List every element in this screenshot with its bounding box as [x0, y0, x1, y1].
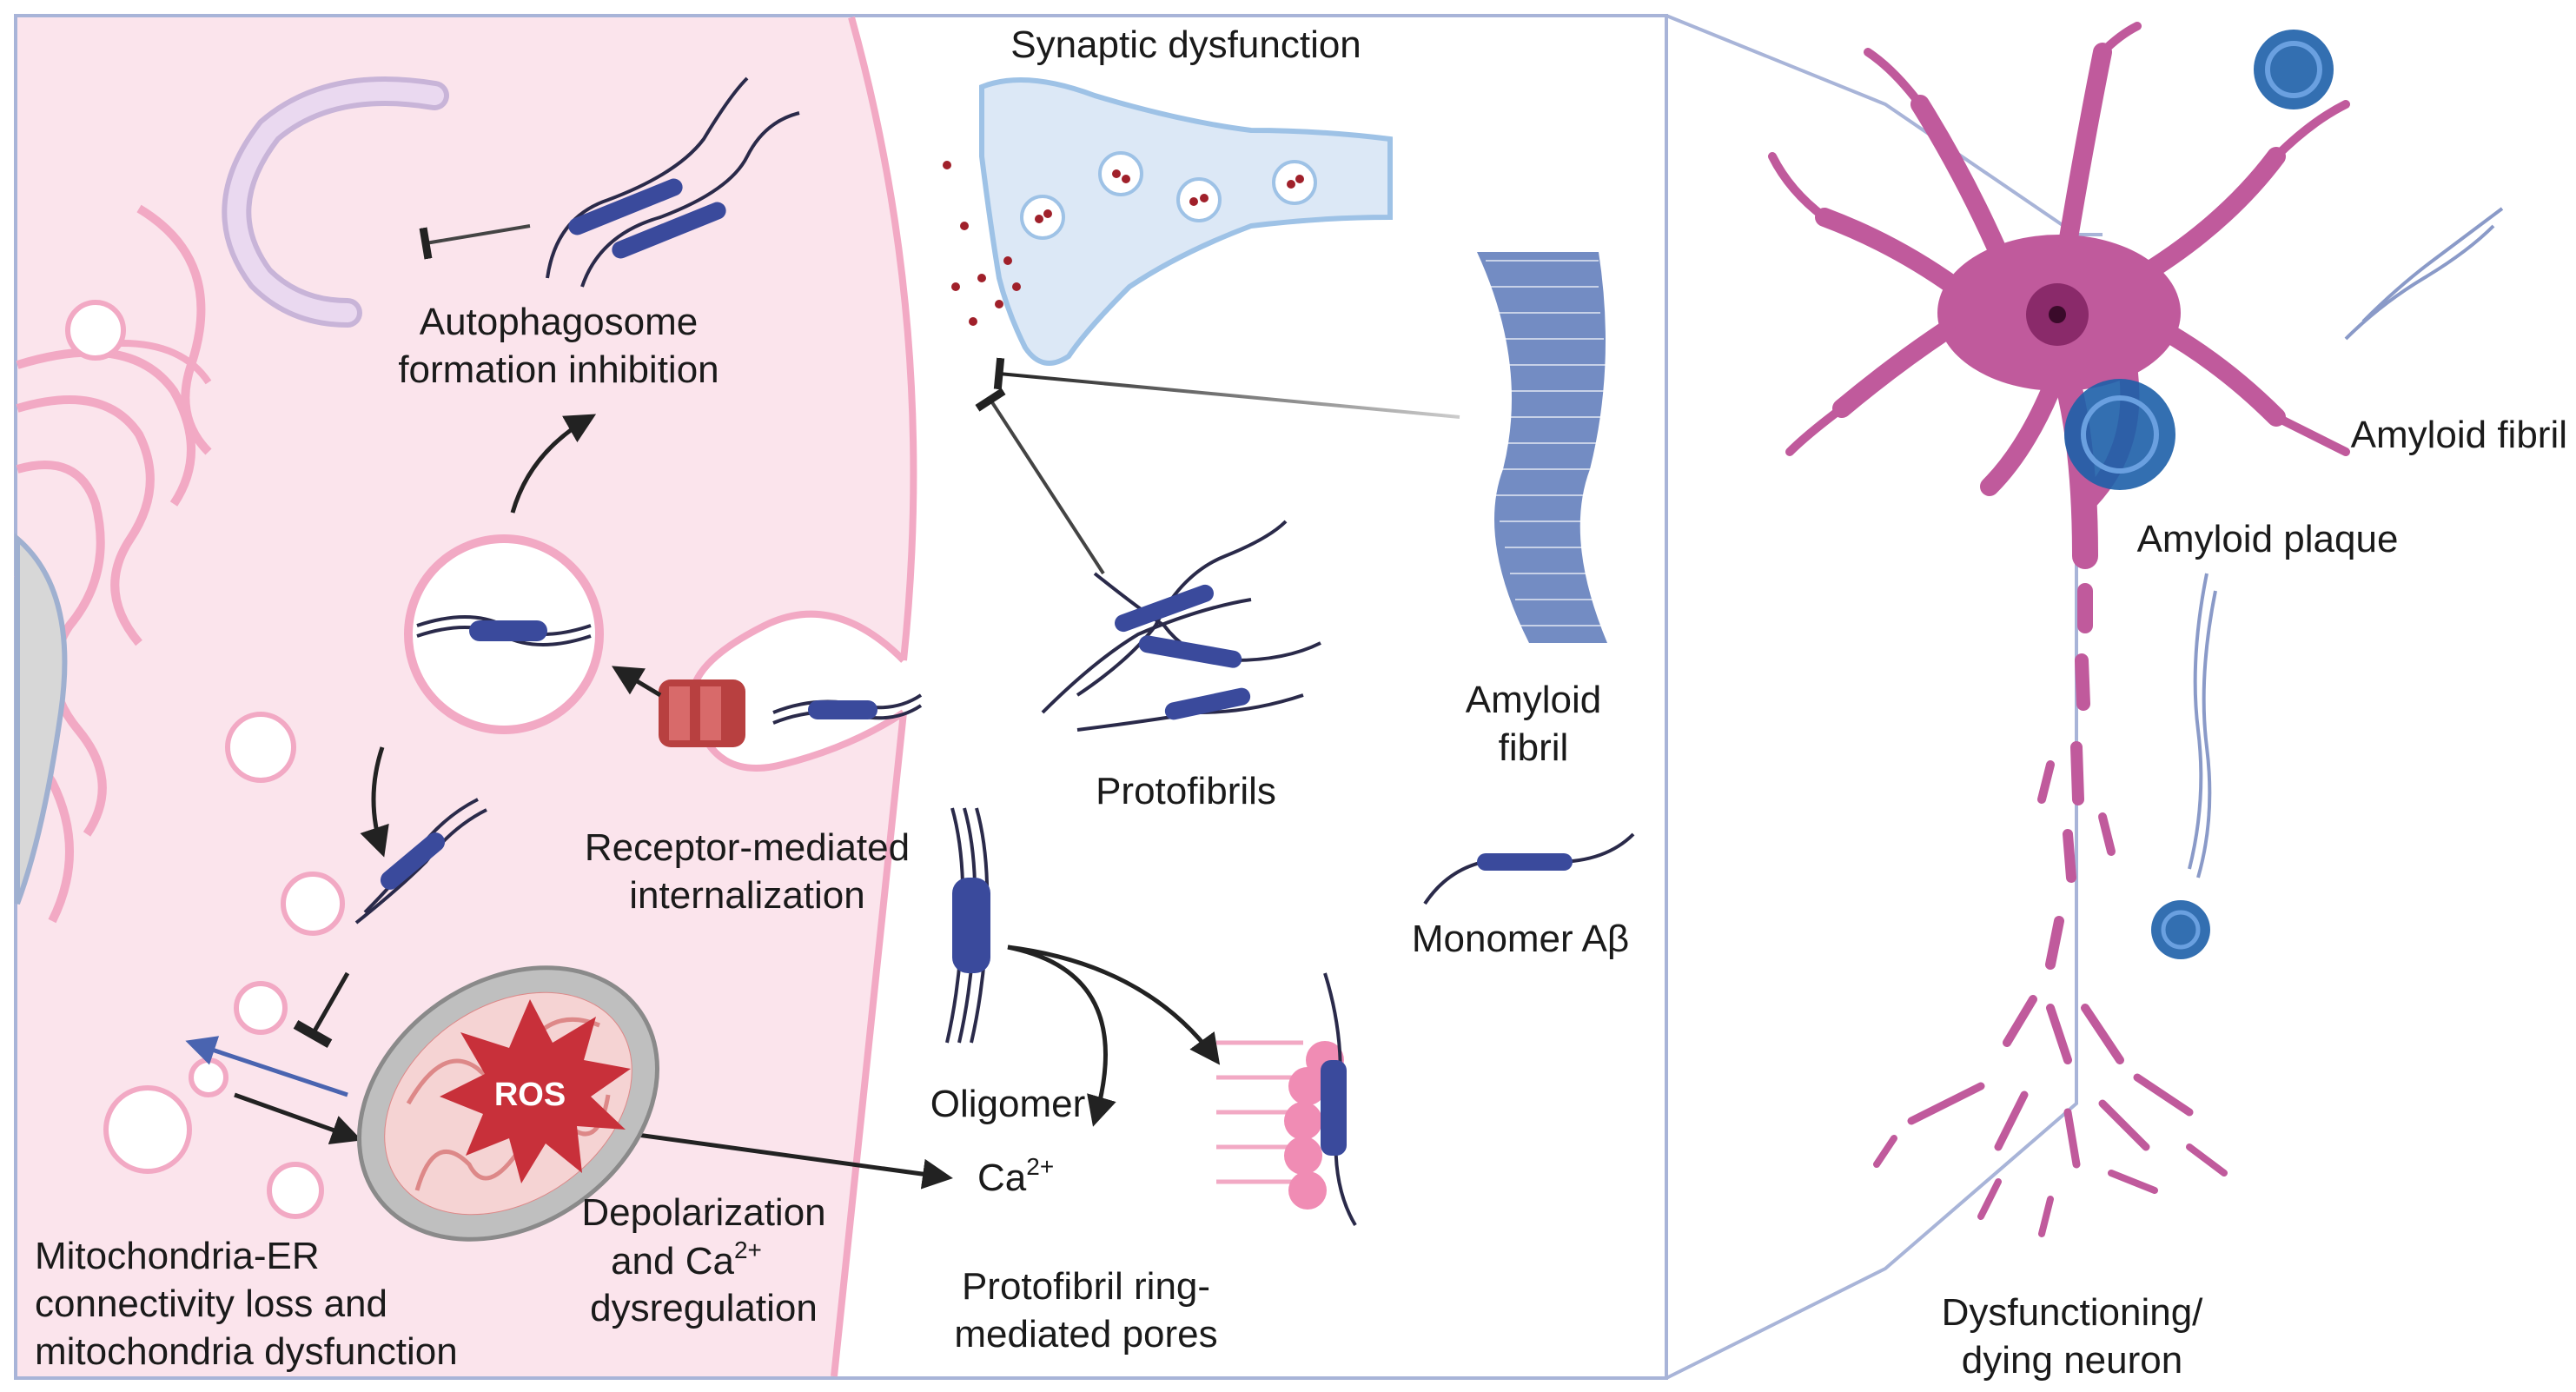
label-amyloid-plaque: Amyloid plaque [2137, 518, 2399, 560]
label-neuron-1: Dysfunctioning/ [1942, 1291, 2204, 1334]
oligomer [945, 807, 990, 1044]
label-depol-1: Depolarization [581, 1191, 825, 1234]
label-neuron-2: dying neuron [1962, 1339, 2182, 1382]
label-amyloid-fibril-center-2: fibril [1499, 726, 1569, 769]
label-protofibrils: Protofibrils [1096, 770, 1276, 812]
label-pores-2: mediated pores [954, 1313, 1217, 1356]
label-depol-3: dysregulation [590, 1287, 818, 1329]
ros-label: ROS [494, 1077, 566, 1113]
inhibition-protofibril-synapse [975, 388, 1105, 575]
cytosolic-peptide [354, 798, 487, 925]
label-mito-er-2: connectivity loss and [35, 1283, 387, 1325]
amyloid-fibril-center [1477, 252, 1607, 643]
label-calcium-sup: 2+ [1026, 1153, 1054, 1180]
autophagosome-phagophore [222, 76, 449, 328]
protofibril-pore [1216, 972, 1357, 1227]
label-depol-2: and Ca2+ [611, 1236, 762, 1283]
label-pores-1: Protofibril ring- [962, 1265, 1210, 1308]
monomer-peptide [1423, 832, 1635, 905]
labels: Synaptic dysfunction Autophagosome forma… [35, 23, 2567, 1382]
receptor-bound-peptide [772, 693, 923, 725]
receptor [659, 679, 745, 747]
label-oligomer: Oligomer [930, 1083, 1086, 1125]
ros-burst: ROS [440, 999, 631, 1183]
amyloid-plaques [2064, 30, 2334, 959]
neurotransmitter-dots [943, 161, 1021, 326]
amyloid-fibril-strands [2188, 207, 2504, 878]
label-depol-2-main: and Ca [611, 1240, 734, 1283]
label-depol-2-sup: 2+ [734, 1236, 762, 1263]
label-autophagosome-1: Autophagosome [420, 301, 698, 343]
label-amyloid-fibril-center-1: Amyloid [1466, 679, 1602, 721]
inhibition-autophagosome [419, 224, 531, 260]
label-monomer: Monomer Aβ [1412, 918, 1629, 960]
synapse-terminal [979, 77, 1393, 366]
cell-arrows [185, 414, 953, 1190]
label-calcium: Ca2+ [977, 1153, 1054, 1199]
fragmented-axon [1873, 583, 2228, 1237]
label-amyloid-fibril-right: Amyloid fibril [2351, 414, 2567, 456]
autophagosome-aggregate [546, 76, 800, 288]
neuron [1768, 22, 2350, 569]
cell-vesicles [65, 300, 345, 1219]
label-mito-er-3: mitochondria dysfunction [35, 1330, 458, 1373]
label-calcium-main: Ca [977, 1157, 1027, 1199]
label-synaptic-dysfunction: Synaptic dysfunction [1010, 23, 1361, 66]
label-mito-er-1: Mitochondria-ER [35, 1235, 320, 1277]
label-autophagosome-2: formation inhibition [398, 348, 718, 391]
label-receptor-1: Receptor-mediated [585, 826, 910, 869]
protofibrils [1041, 520, 1321, 732]
label-receptor-2: internalization [629, 874, 865, 917]
oligomer-arrows [1007, 945, 1221, 1127]
endosome-vesicle [404, 534, 604, 734]
inhibition-fibril-synapse [993, 357, 1460, 419]
nucleus [15, 533, 68, 905]
zoom-frame [1665, 14, 2103, 1380]
